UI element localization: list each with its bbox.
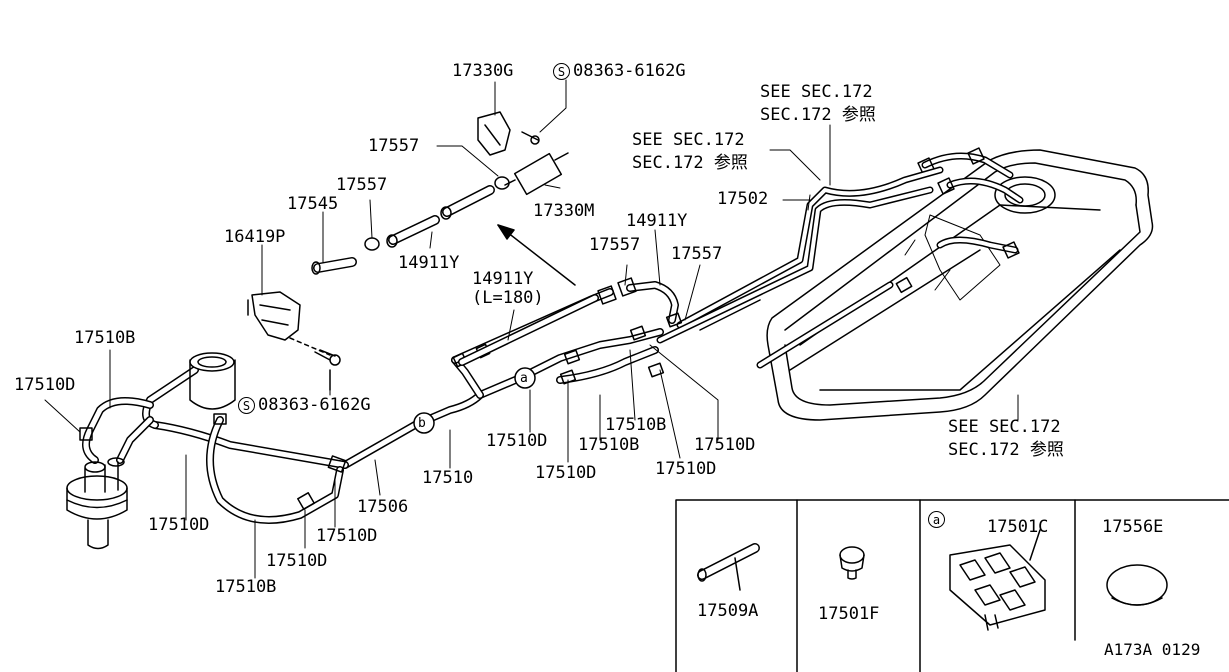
see-sec-note-1-line1: SEE SEC.172 xyxy=(760,82,873,102)
part-label-17510D-g: 17510D xyxy=(655,459,717,479)
see-sec-note-3-line1: SEE SEC.172 xyxy=(948,417,1061,437)
inset-17501C xyxy=(949,529,1046,631)
see-sec-note-2-line1: SEE SEC.172 xyxy=(632,130,745,150)
inset-label-17509A: 17509A xyxy=(697,601,759,621)
hose-14911Y-180 xyxy=(458,294,599,366)
fuel-tank xyxy=(756,147,1154,421)
figure-code: A173A 0129 xyxy=(1104,640,1201,659)
part-label-17557-a: 17557 xyxy=(368,136,420,156)
a-mark: a xyxy=(928,510,945,528)
part-label-17330M: 17330M xyxy=(533,201,595,221)
inset-mark-a: a xyxy=(928,510,948,528)
bolt-number: 08363-6162G xyxy=(258,395,371,415)
part-label-17510D-c: 17510D xyxy=(316,526,378,546)
part-label-17510: 17510 xyxy=(422,468,474,488)
part-label-17510D-h: 17510D xyxy=(694,435,756,455)
vapor-lines xyxy=(82,281,679,524)
joint-mark-b: b xyxy=(418,416,426,431)
inset-17509A xyxy=(697,543,760,591)
part-label-14911Y-b-length: (L=180) xyxy=(472,288,544,308)
leader-lines xyxy=(44,79,1019,579)
part-label-17510B-b: 17510B xyxy=(215,577,277,597)
inset-label-17556E: 17556E xyxy=(1102,517,1164,537)
control-valve xyxy=(66,457,128,550)
bolt-number: 08363-6162G xyxy=(573,61,686,81)
part-label-17510D-b: 17510D xyxy=(148,515,210,535)
bracket-16419P xyxy=(247,291,341,366)
part-label-17557-d: 17557 xyxy=(671,244,723,264)
inset-frame xyxy=(675,499,1229,672)
part-label-14911Y-b: 14911Y xyxy=(472,269,534,289)
part-label-17510B-a: 17510B xyxy=(74,328,136,348)
part-label-17510D-f: 17510D xyxy=(535,463,597,483)
part-label-17557-c: 17557 xyxy=(589,235,641,255)
part-label-17510B-c: 17510B xyxy=(578,435,640,455)
inset-17556E xyxy=(1106,564,1168,606)
joint-markers xyxy=(413,367,536,434)
part-label-17545: 17545 xyxy=(287,194,339,214)
part-label-17510D-a: 17510D xyxy=(14,375,76,395)
see-sec-note-2-line2: SEC.172 参照 xyxy=(632,153,748,173)
inset-label-17501C: 17501C xyxy=(987,517,1049,537)
inset-label-17501F: 17501F xyxy=(818,604,880,624)
part-label-17506: 17506 xyxy=(357,497,409,517)
see-sec-note-3-line2: SEC.172 参照 xyxy=(948,440,1064,460)
part-label-17510D-d: 17510D xyxy=(266,551,328,571)
s-mark: S xyxy=(238,396,255,414)
joint-mark-a: a xyxy=(520,371,528,386)
part-label-16419P: 16419P xyxy=(224,227,286,247)
inset-17501F xyxy=(839,546,865,580)
part-label-17330G: 17330G xyxy=(452,61,514,81)
canister xyxy=(189,352,236,410)
main-fuel-lines xyxy=(656,166,944,344)
part-label-14911Y-a: 14911Y xyxy=(398,253,460,273)
s-mark: S xyxy=(553,62,570,80)
part-label-17510B-d: 17510B xyxy=(605,415,667,435)
part-label-17502: 17502 xyxy=(717,189,769,209)
part-label-17557-b: 17557 xyxy=(336,175,388,195)
part-label-14911Y-c: 14911Y xyxy=(626,211,688,231)
part-label-17510D-e: 17510D xyxy=(486,431,548,451)
see-sec-note-1-line2: SEC.172 参照 xyxy=(760,105,876,125)
